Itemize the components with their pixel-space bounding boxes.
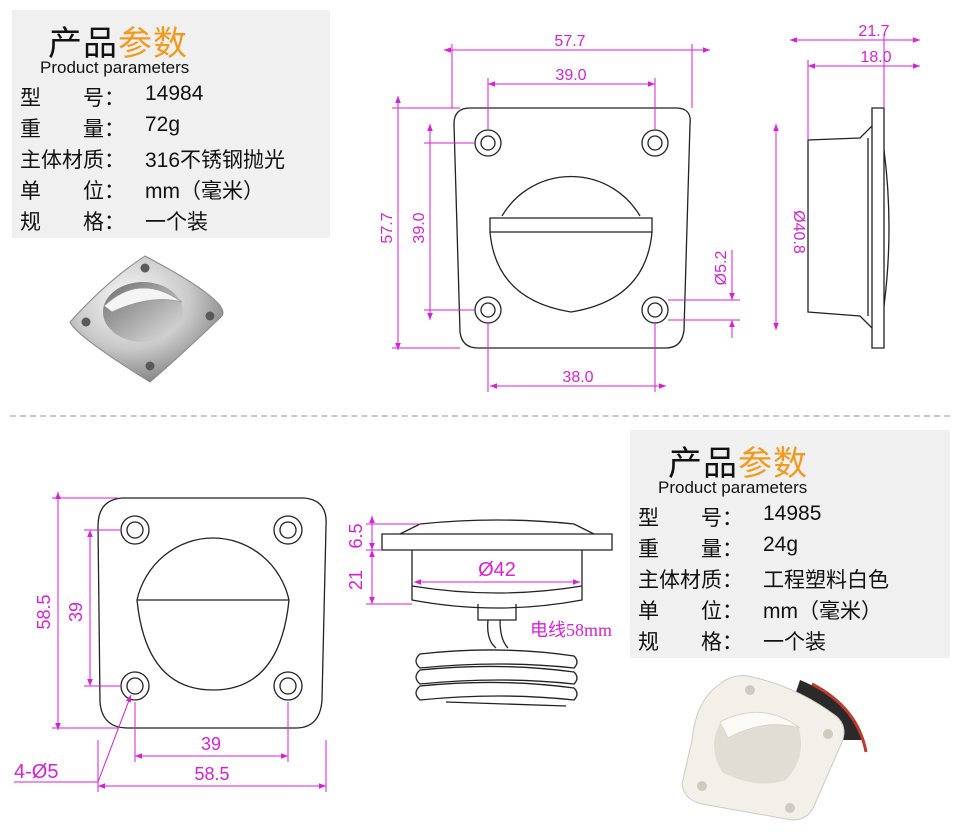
drawing2-dimension-lines (14, 492, 327, 792)
dim-hole-spacing-horizontal: 39 (201, 734, 221, 754)
dim-hole-spacing-bottom: 38.0 (562, 369, 593, 386)
spec-panel-14984: 产品参数 Product parameters 型 号： 14984 重 量： … (12, 10, 330, 238)
panel-title: 产品参数 (668, 445, 808, 483)
dim-side-body: 18.0 (860, 49, 891, 66)
stainless-latch-photo (69, 255, 224, 383)
drawing2-side-view (381, 519, 613, 707)
dim-hole-diameter: Ø5.2 (713, 251, 730, 286)
dim-side-diameter: Ø40.8 (790, 210, 807, 254)
dim-body-height: 21 (346, 570, 366, 590)
dim-hole-spacing-top: 39.0 (555, 67, 586, 84)
drawing2-side-dimension-lines (366, 516, 580, 605)
dim-overall-height: 58.5 (34, 594, 54, 629)
dim-flange-height: 6.5 (346, 523, 366, 548)
wire-length-note: 电线58mm (530, 620, 612, 640)
drawing1-side-dimension-lines (773, 34, 920, 330)
spec-panel-14985: 产品参数 Product parameters 型 号： 14985 重 量： … (630, 430, 950, 658)
dim-hole-count-diameter: 4-Ø5 (14, 761, 58, 783)
drawing1-dimension-lines (392, 44, 740, 392)
panel-subtitle: Product parameters (658, 478, 808, 497)
dim-hole-spacing-vertical: 39.0 (411, 212, 428, 243)
dim-body-diameter: Ø42 (478, 559, 516, 581)
panel-subtitle: Product parameters (40, 58, 190, 77)
white-latch-photo (681, 675, 868, 821)
dim-overall-height: 57.7 (379, 212, 396, 243)
dim-hole-spacing-vertical: 39 (66, 602, 86, 622)
drawing1-side-view (807, 107, 890, 349)
section-divider (10, 415, 950, 417)
dim-overall-width: 57.7 (554, 33, 585, 50)
dim-side-total: 21.7 (858, 23, 889, 40)
drawing1-front-view (453, 107, 691, 349)
dim-overall-width: 58.5 (194, 764, 229, 784)
panel-title: 产品参数 (48, 25, 188, 63)
drawing2-front-view (97, 497, 327, 729)
